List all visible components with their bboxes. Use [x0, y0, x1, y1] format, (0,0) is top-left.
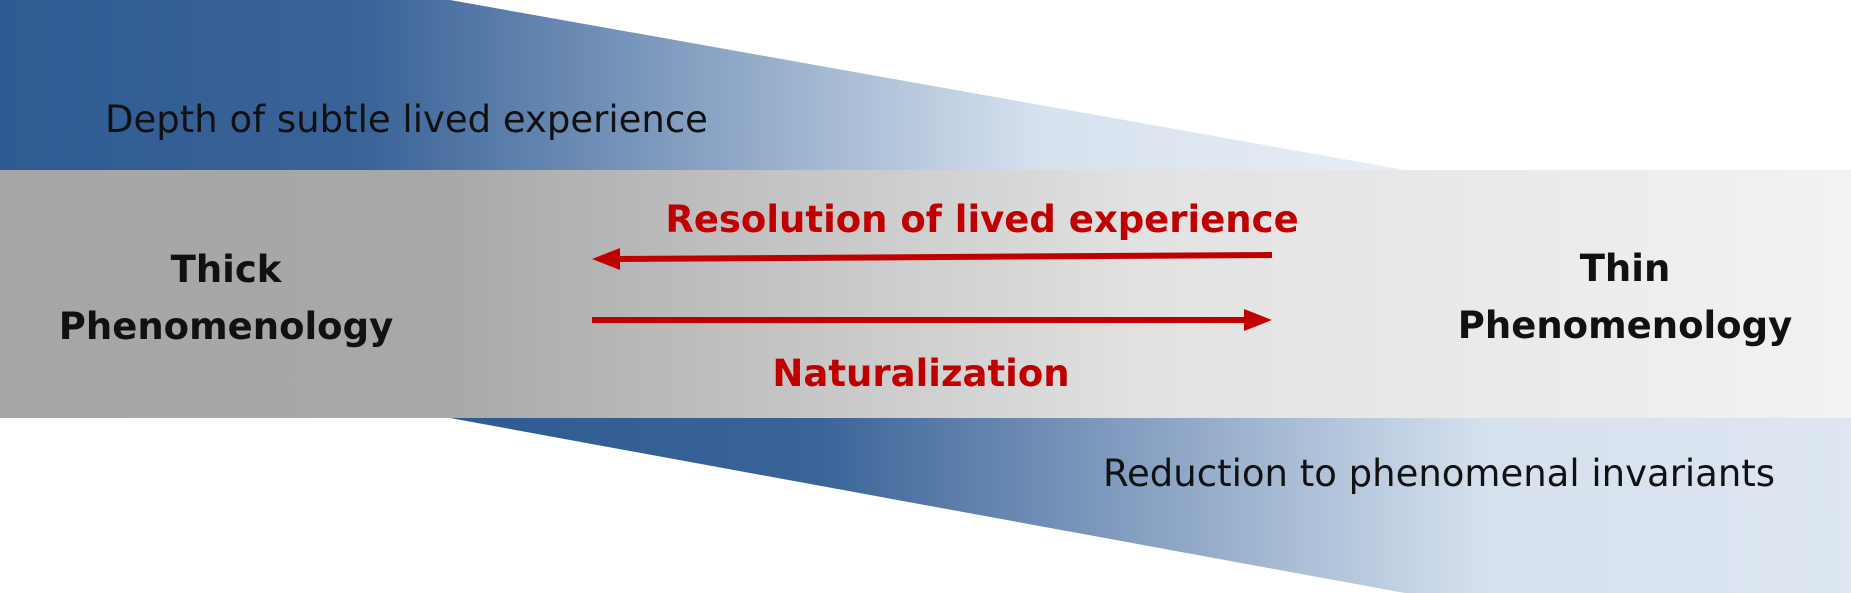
top-band — [0, 0, 1405, 170]
bottom-band-label: Reduction to phenomenal invariants — [1103, 452, 1775, 495]
bottom-band — [450, 418, 1851, 593]
thin-phenomenology-line2: Phenomenology — [1458, 304, 1792, 347]
naturalization-arrow-head — [1244, 309, 1272, 331]
resolution-arrow-shaft — [611, 252, 1273, 262]
top-band-label: Depth of subtle lived experience — [105, 98, 708, 141]
middle-band — [0, 170, 1851, 418]
thin-phenomenology-line1: Thin — [1580, 247, 1671, 290]
naturalization-arrow-label: Naturalization — [772, 352, 1069, 395]
resolution-arrow-head — [592, 248, 620, 270]
thick-phenomenology-line1: Thick — [171, 248, 283, 291]
resolution-arrow-label: Resolution of lived experience — [665, 198, 1298, 241]
thick-phenomenology-line2: Phenomenology — [59, 305, 393, 348]
